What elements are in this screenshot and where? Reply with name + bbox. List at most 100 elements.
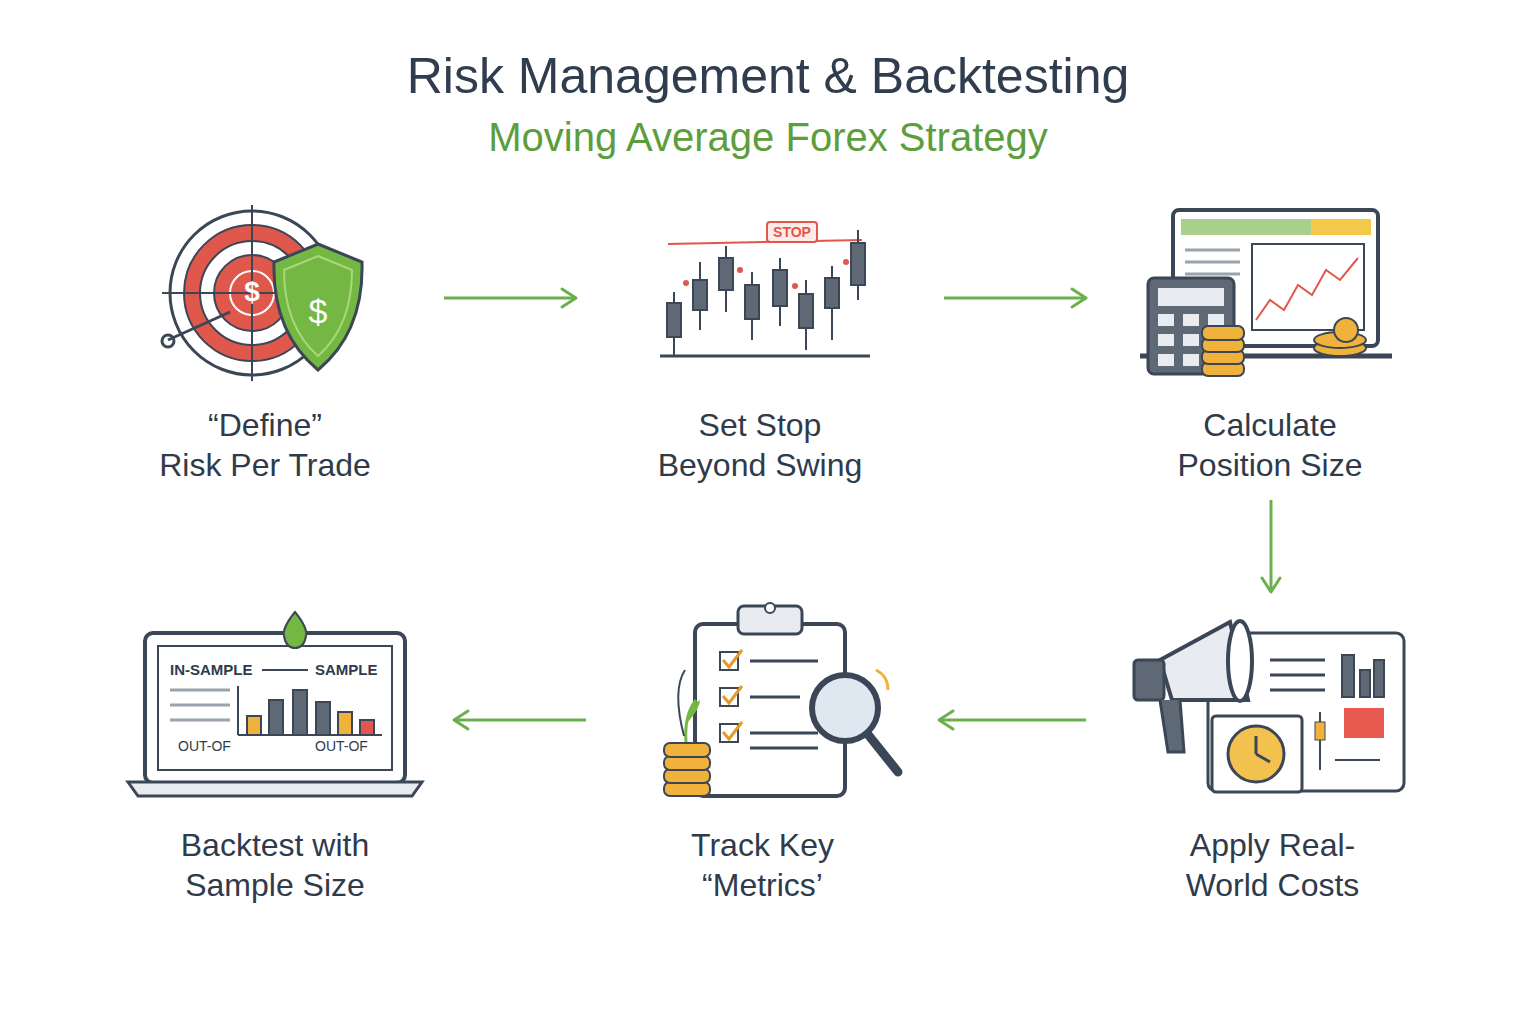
illustration-label: $ — [0, 292, 718, 331]
arrow-head — [939, 711, 953, 729]
clipboard-metrics-icon-part-part — [664, 769, 710, 783]
calculator-laptop-icon-part-part — [1158, 314, 1174, 326]
candlestick-icon-part-part — [773, 270, 787, 306]
candlestick-icon — [660, 222, 870, 356]
candlestick-icon-part — [667, 230, 865, 356]
illustration-label: OUT-OF — [178, 738, 231, 754]
arrow-head — [454, 711, 468, 729]
costs-megaphone-icon-part-part — [1270, 659, 1325, 662]
clipboard-metrics-icon-part-part — [664, 756, 710, 770]
connector-layer — [444, 289, 1280, 729]
backtest-laptop-icon-part-part — [338, 712, 352, 735]
step-label: Set Stop Beyond Swing — [658, 405, 863, 485]
illustration-label: OUT-OF — [315, 738, 368, 754]
candlestick-icon-part-part — [693, 280, 707, 310]
backtest-laptop-icon-part — [145, 633, 405, 783]
calculator-laptop-icon-part — [1185, 273, 1240, 276]
step-node: Apply Real-World Costs — [1100, 600, 1445, 910]
calculator-laptop-icon-part — [1181, 219, 1311, 235]
costs-megaphone-icon-part-part — [1270, 689, 1325, 692]
candlestick-icon-part-part — [667, 303, 681, 337]
candlestick-icon-part-part — [843, 259, 849, 265]
target-shield-icon-part — [168, 312, 230, 340]
calculator-laptop-icon-part — [1256, 258, 1358, 320]
candlestick-icon-part — [668, 240, 862, 244]
backtest-laptop-icon-part — [284, 612, 307, 648]
costs-megaphone-icon-part — [1335, 759, 1380, 761]
costs-megaphone-icon-part-part — [1270, 674, 1325, 677]
candlestick-icon-part-part — [683, 280, 689, 286]
target-shield-icon-part — [162, 335, 174, 347]
calculator-laptop-icon-part-part — [1208, 314, 1224, 326]
costs-megaphone-icon-part-part — [1342, 655, 1354, 697]
flow-arrow — [939, 711, 1086, 729]
backtest-laptop-icon-part — [262, 669, 308, 671]
arrow-head — [1072, 289, 1086, 307]
calculator-laptop-icon-part-part — [1183, 334, 1199, 346]
clipboard-metrics-icon-part-part — [750, 747, 818, 750]
calculator-laptop-icon-part-part — [1158, 334, 1174, 346]
arrow-shaft — [939, 719, 1086, 722]
costs-megaphone-icon-part — [1342, 655, 1384, 697]
calculator-laptop-icon-part — [1202, 318, 1366, 376]
backtest-laptop-icon-part-part — [247, 716, 261, 735]
candlestick-icon-part-part — [745, 285, 759, 319]
arrow-shaft — [454, 719, 586, 722]
backtest-laptop-icon-part-part — [170, 689, 230, 692]
step-label: Backtest with Sample Size — [181, 825, 370, 905]
clipboard-metrics-icon-part — [723, 650, 742, 739]
clipboard-metrics-icon-part — [866, 732, 898, 772]
illustration-label: SAMPLE — [315, 661, 378, 678]
clipboard-metrics-icon-part-part — [750, 696, 800, 699]
backtest-laptop-icon-part-part — [316, 702, 330, 735]
backtest-laptop-icon-part-part — [170, 704, 230, 707]
backtest-laptop-icon-part — [247, 690, 374, 735]
illustration-label: IN-SAMPLE — [170, 661, 253, 678]
backtest-laptop-icon — [128, 612, 422, 796]
step-node: Set Stop Beyond Swing — [590, 200, 930, 490]
costs-megaphone-icon-part — [1256, 754, 1270, 762]
clipboard-metrics-icon-part-part — [664, 743, 710, 757]
clipboard-metrics-icon-part-part — [723, 650, 742, 667]
calculator-laptop-icon-part-part — [1158, 354, 1174, 366]
calculator-laptop-icon-part — [1185, 249, 1240, 252]
flow-arrow — [1262, 500, 1280, 592]
costs-megaphone-icon — [1134, 621, 1404, 792]
costs-megaphone-icon-part-part — [1374, 660, 1384, 697]
step-node: Backtest with Sample Size — [110, 600, 440, 910]
backtest-laptop-icon-part-part — [293, 690, 307, 735]
candlestick-icon-part-part — [799, 294, 813, 328]
clipboard-metrics-icon — [664, 603, 898, 796]
flow-arrow — [944, 289, 1086, 307]
calculator-laptop-icon-part — [1311, 219, 1371, 235]
target-shield-icon — [162, 205, 362, 381]
arrow-head — [562, 289, 576, 307]
diagram-title: Risk Management & Backtesting — [0, 48, 1536, 106]
clipboard-metrics-icon-part — [664, 743, 710, 796]
costs-megaphone-icon-part — [1228, 726, 1284, 782]
clipboard-metrics-icon-part — [750, 661, 818, 748]
candlestick-icon-part — [683, 259, 849, 289]
arrow-shaft — [944, 297, 1086, 300]
calculator-laptop-icon-part — [1158, 288, 1224, 306]
arrow-head — [1262, 578, 1280, 592]
costs-megaphone-icon-part — [1315, 722, 1325, 740]
subtitle: Moving Average Forex Strategy — [368, 114, 1168, 160]
backtest-laptop-icon-part — [158, 646, 392, 770]
backtest-laptop-icon-part — [128, 782, 422, 796]
calculator-laptop-icon-part — [1185, 261, 1240, 264]
step-node: Track Key “Metrics’ — [600, 600, 925, 910]
arrow-shaft — [444, 297, 576, 300]
clipboard-metrics-icon-part — [765, 603, 775, 613]
step-node: “Define” Risk Per Trade — [100, 200, 430, 490]
candlestick-icon-part-part — [792, 283, 798, 289]
costs-megaphone-icon-part — [1255, 736, 1258, 754]
clipboard-metrics-icon-part — [678, 670, 685, 736]
backtest-laptop-icon-part — [237, 686, 239, 735]
step-label: Apply Real-World Costs — [1186, 825, 1360, 905]
costs-megaphone-icon-part — [1319, 712, 1321, 770]
backtest-laptop-icon-part-part — [170, 719, 230, 722]
costs-megaphone-icon-part — [1134, 660, 1164, 700]
